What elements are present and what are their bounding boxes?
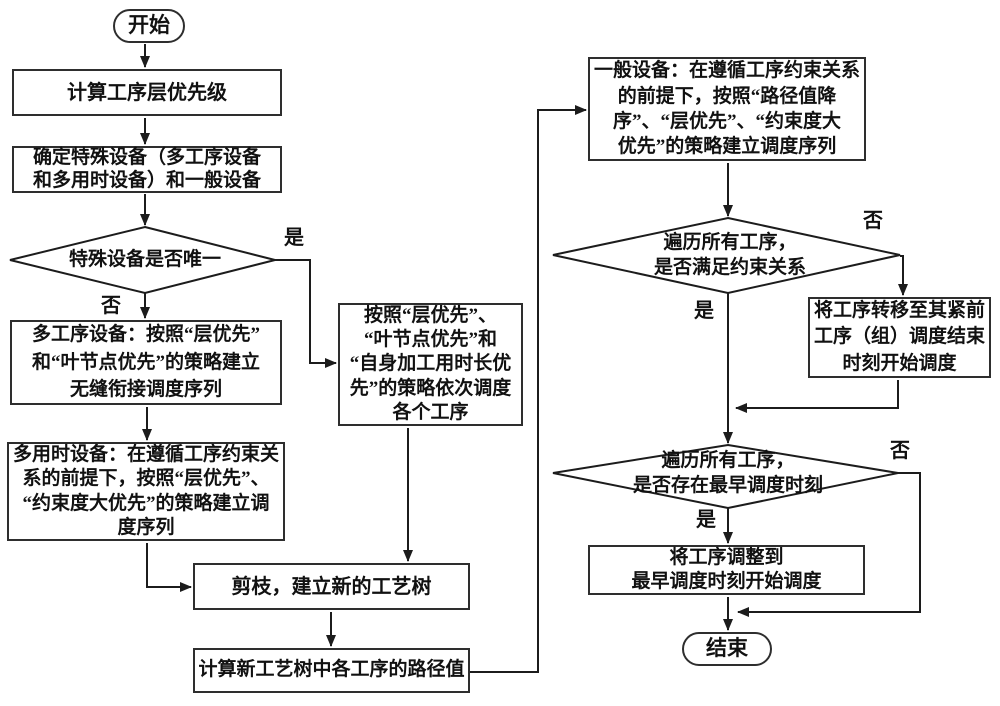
special-unique-decision-diamond xyxy=(9,225,276,295)
label-no-earliest-time: 否 xyxy=(889,440,911,462)
label-yes-constraint-check: 是 xyxy=(693,300,715,322)
edge-transfer-return xyxy=(735,380,899,413)
start-terminator: 开始 xyxy=(113,9,185,43)
label-yes-special-unique: 是 xyxy=(283,227,305,249)
identify-devices-box: 确定特殊设备（多工序设备 和多用时设备）和一般设备 xyxy=(12,146,282,193)
adjust-process-box: 将工序调整到 最早调度时刻开始调度 xyxy=(588,545,865,595)
label-no-constraint-check: 否 xyxy=(862,210,884,232)
edge-multitime-to-prune xyxy=(146,543,192,592)
edge-path-to-general xyxy=(470,105,587,673)
earliest-time-decision-text: 遍历所有工序， 是否存在最早调度时刻 xyxy=(632,449,823,496)
multi-time-device-box: 多用时设备：在遵循工序约束关 系的前提下，按照“层优先”、 “约束度大优先”的策… xyxy=(7,442,285,541)
constraint-check-decision-text: 遍历所有工序， 是否满足约束关系 xyxy=(653,231,806,278)
schedule-strategy-box: 按照“层优先”、 “叶节点优先”和 “自身加工用时长优 先”的策略依次调度 各个… xyxy=(338,303,523,426)
constraint-check-decision-diamond xyxy=(552,216,901,295)
multi-process-device-box: 多工序设备：按照“层优先” 和“叶节点优先”的策略建立 无缝衔接调度序列 xyxy=(10,320,282,405)
label-yes-earliest-time: 是 xyxy=(695,509,717,531)
transfer-process-box: 将工序转移至其紧前 工序（组）调度结束 时刻开始调度 xyxy=(808,297,991,378)
general-device-box: 一般设备：在遵循工序约束关系 的前提下，按照“路径值降 序”、“层优先”、“约束… xyxy=(588,57,866,161)
edge-unique-yes xyxy=(275,259,337,368)
edge-constraint-no xyxy=(898,255,908,296)
calc-path-value-box: 计算新工艺树中各工序的路径值 xyxy=(193,648,470,693)
special-unique-decision-text: 特殊设备是否唯一 xyxy=(68,249,221,271)
end-terminator: 结束 xyxy=(682,632,772,666)
calc-layer-priority-box: 计算工序层优先级 xyxy=(12,69,282,116)
prune-box: 剪枝，建立新的工艺树 xyxy=(193,563,470,610)
edge-earliest-no xyxy=(737,472,921,617)
label-no-special-unique: 否 xyxy=(100,295,122,317)
earliest-time-decision-diamond xyxy=(552,443,899,510)
